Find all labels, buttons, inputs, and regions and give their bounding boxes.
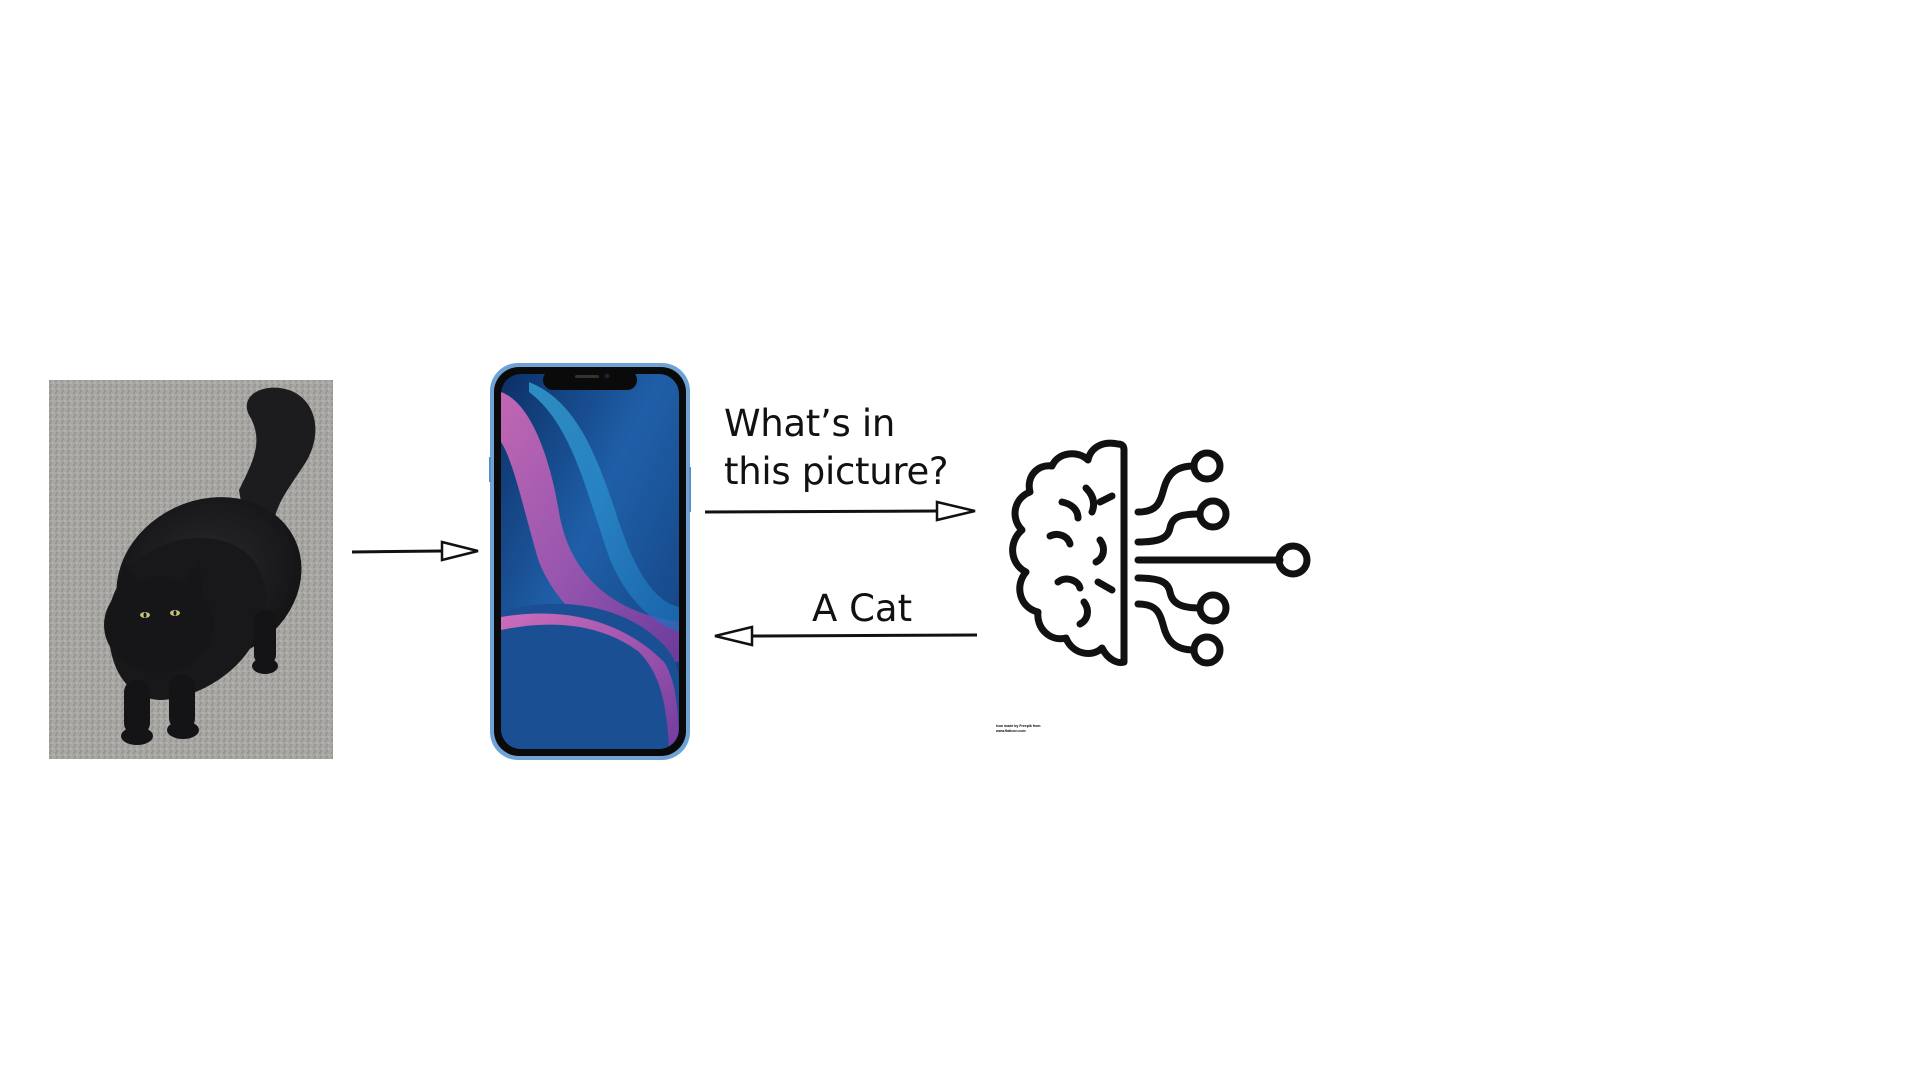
smartphone-icon <box>489 362 691 761</box>
cat-photo <box>49 380 333 759</box>
icon-credit: Icon made by Freepik from www.flaticon.c… <box>996 724 1041 733</box>
question-label: What’s in this picture? <box>724 400 949 496</box>
credit-line-2: www.flaticon.com <box>996 728 1026 733</box>
question-line-2: this picture? <box>724 450 949 493</box>
arrow-phone-to-brain <box>704 500 976 522</box>
answer-label: A Cat <box>812 587 913 630</box>
credit-line-1: Icon made by Freepik from <box>996 724 1041 728</box>
brain-circuit-icon <box>1000 432 1320 682</box>
question-line-1: What’s in <box>724 402 896 445</box>
arrow-brain-to-phone <box>714 625 978 647</box>
arrow-cat-to-phone <box>351 540 479 562</box>
